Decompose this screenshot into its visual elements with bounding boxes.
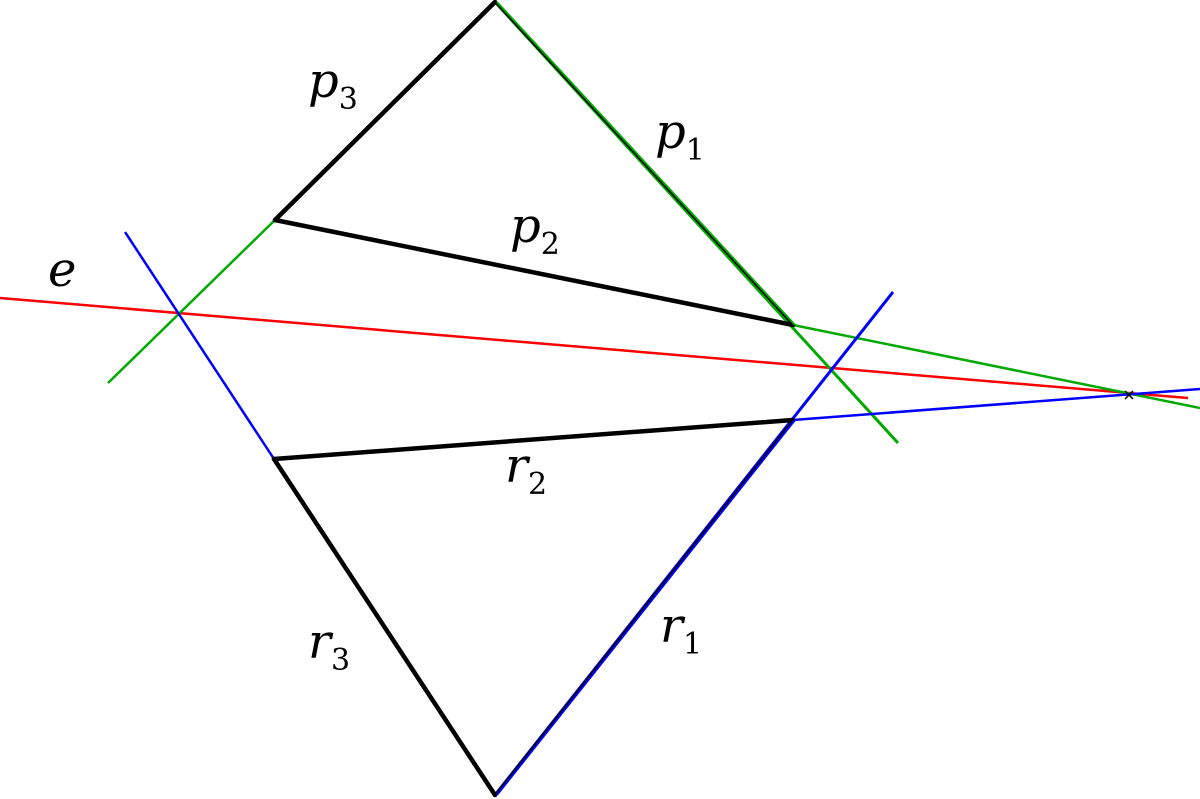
- black-outline: [271, 0, 796, 798]
- label-r1: r1: [660, 598, 702, 662]
- edge-p2: [272, 217, 796, 328]
- edge-r3: [271, 456, 498, 798]
- label-r3: r3: [308, 614, 350, 678]
- blue-line-r2-extension: [792, 387, 1200, 422]
- green-lines: [107, 0, 1200, 445]
- blue-lines: [123, 231, 1200, 796]
- label-p2: p2: [510, 198, 560, 262]
- label-e: e: [48, 242, 76, 298]
- line-e: [0, 296, 1189, 400]
- blue-line-left: [123, 231, 276, 460]
- blue-overlay-r1: [496, 419, 796, 796]
- label-r2: r2: [505, 438, 547, 502]
- green-line-left: [107, 219, 276, 384]
- edge-r2: [271, 417, 796, 462]
- edge-p1: [494, 1, 794, 326]
- label-p3: p3: [308, 53, 358, 117]
- green-overlay-p1: [496, 1, 796, 326]
- label-p1: p1: [655, 104, 705, 168]
- edge-p3: [272, 0, 498, 223]
- x-mark-icon: [1124, 390, 1134, 400]
- edge-r1: [494, 419, 794, 796]
